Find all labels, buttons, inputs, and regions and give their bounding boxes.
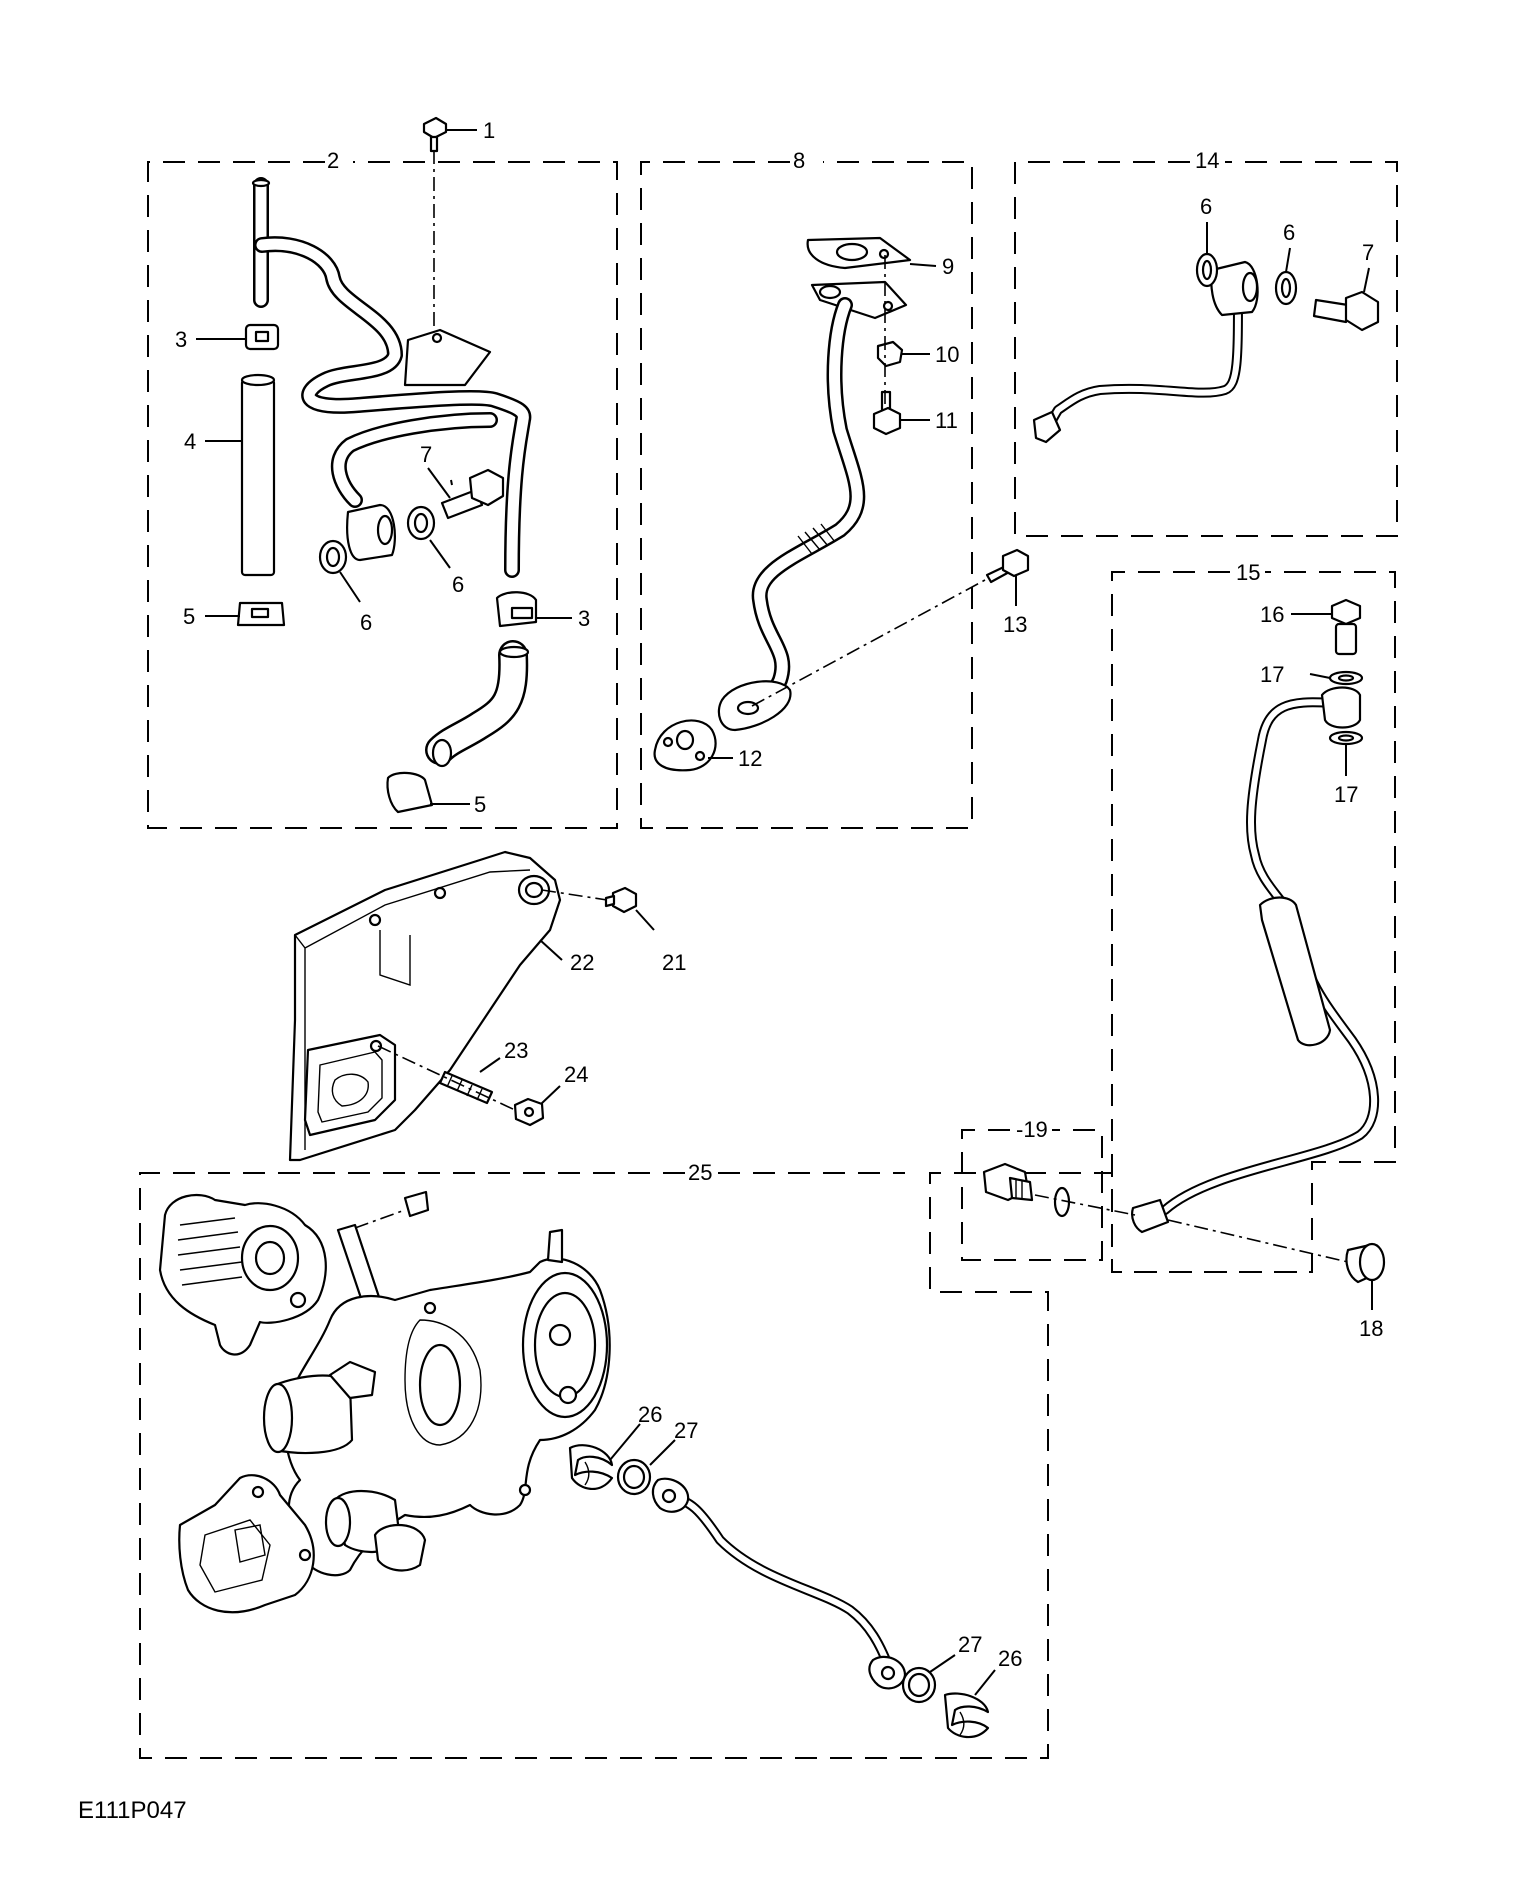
callout-6-left: 6 bbox=[360, 610, 372, 635]
callout-6-box14-left: 6 bbox=[1200, 194, 1212, 219]
callout-13: 13 bbox=[1003, 612, 1027, 637]
callout-17-top: 17 bbox=[1260, 662, 1284, 687]
hose-clip-5b bbox=[386, 771, 434, 814]
callout-11: 11 bbox=[935, 408, 958, 433]
banjo-union-2 bbox=[346, 503, 396, 562]
washer-17a-hole bbox=[1337, 674, 1355, 682]
figure-code: E111P047 bbox=[78, 1797, 187, 1824]
washer-6b-hole bbox=[413, 512, 429, 534]
group-box-25 bbox=[139, 1172, 1312, 1759]
retaining-clip-26b bbox=[943, 1692, 990, 1739]
callout-5-right: 5 bbox=[474, 792, 486, 817]
assembly-line-18 bbox=[1167, 1219, 1349, 1263]
coolant-pipe-25 bbox=[651, 1477, 907, 1690]
callout-3-right: 3 bbox=[578, 606, 590, 631]
oil-feed-pipe-8 bbox=[717, 280, 908, 732]
washer-17b-hole bbox=[1337, 734, 1355, 742]
callout-21: 21 bbox=[662, 950, 686, 975]
nut-24 bbox=[513, 1097, 545, 1127]
assembly-line-19 bbox=[1034, 1194, 1136, 1216]
callout-6-mid: 6 bbox=[452, 572, 464, 597]
callout-22: 22 bbox=[570, 950, 594, 975]
callout-labels: 1 2 3 4 5 3 5 6 6 7 8 9 10 11 12 13 14 6… bbox=[78, 118, 1383, 1824]
callout-10: 10 bbox=[935, 342, 959, 367]
callout-24: 24 bbox=[564, 1062, 588, 1087]
callout-7-left: 7 bbox=[420, 442, 432, 467]
drain-adapter-19 bbox=[982, 1162, 1034, 1202]
assembly-line-25 bbox=[354, 1209, 406, 1229]
callout-19: -19 bbox=[1016, 1117, 1048, 1142]
pipe-bracket bbox=[403, 328, 492, 387]
washer-6c-hole bbox=[1201, 259, 1213, 281]
gasket-9 bbox=[806, 236, 912, 270]
oil-return-pipe-14 bbox=[1032, 260, 1259, 444]
callout-6-box14-right: 6 bbox=[1283, 220, 1295, 245]
hose-4 bbox=[240, 373, 276, 577]
group-box-8 bbox=[640, 161, 973, 829]
callout-3-left: 3 bbox=[175, 327, 187, 352]
oil-drain-pipe-15 bbox=[1131, 686, 1380, 1234]
callout-9: 9 bbox=[942, 254, 954, 279]
stud-11 bbox=[872, 390, 902, 436]
hose-clip-5a bbox=[236, 601, 286, 627]
grommet-18 bbox=[1345, 1242, 1386, 1284]
callout-17-bottom: 17 bbox=[1334, 782, 1358, 807]
callout-8: 8 bbox=[793, 148, 805, 173]
group-box-2 bbox=[147, 161, 618, 829]
callout-25: 25 bbox=[688, 1160, 712, 1185]
callout-16: 16 bbox=[1260, 602, 1284, 627]
retaining-clip-26a bbox=[568, 1444, 614, 1490]
callout-27-bottom: 27 bbox=[958, 1632, 982, 1657]
callout-1: 1 bbox=[483, 118, 495, 143]
callout-7-right: 7 bbox=[1362, 240, 1374, 265]
assembly-line-21 bbox=[541, 889, 608, 901]
stud-23 bbox=[438, 1070, 494, 1105]
gasket-12 bbox=[653, 719, 717, 772]
callout-26-bottom: 26 bbox=[998, 1646, 1022, 1671]
banjo-bolt-7a bbox=[440, 468, 505, 520]
bolt-1 bbox=[422, 116, 448, 153]
assembly-line-24 bbox=[377, 1045, 516, 1111]
callout-23: 23 bbox=[504, 1038, 528, 1063]
heat-shield-22 bbox=[288, 850, 562, 1162]
bolt-21 bbox=[604, 886, 638, 914]
callout-14: 14 bbox=[1195, 148, 1219, 173]
hose-clip-3a bbox=[244, 323, 280, 351]
turbocharger-25 bbox=[158, 1190, 611, 1614]
leader-lines bbox=[196, 129, 1373, 1696]
washer-6d-hole bbox=[1280, 277, 1292, 299]
callout-5-left: 5 bbox=[183, 604, 195, 629]
hose-clip-3b bbox=[495, 591, 538, 628]
callout-12: 12 bbox=[738, 746, 762, 771]
hose-elbow bbox=[425, 640, 530, 768]
o-ring-27a-inner bbox=[622, 1464, 646, 1490]
callout-18: 18 bbox=[1359, 1316, 1383, 1341]
group-box-19 bbox=[961, 1129, 1103, 1261]
o-ring-27b-inner bbox=[907, 1672, 931, 1698]
callout-2: 2 bbox=[327, 148, 339, 173]
callout-15: 15 bbox=[1236, 560, 1260, 585]
group-box-14 bbox=[1014, 161, 1398, 537]
callout-26-top: 26 bbox=[638, 1402, 662, 1427]
coolant-pipe-upper bbox=[251, 177, 532, 578]
callout-4: 4 bbox=[184, 429, 196, 454]
callout-27-top: 27 bbox=[674, 1418, 698, 1443]
washer-6a-hole bbox=[325, 546, 341, 568]
bolt-13 bbox=[985, 548, 1030, 584]
assembly-line-13 bbox=[751, 579, 986, 707]
bolt-16 bbox=[1330, 598, 1362, 656]
nut-10 bbox=[876, 340, 904, 368]
banjo-bolt-7b bbox=[1312, 290, 1380, 332]
